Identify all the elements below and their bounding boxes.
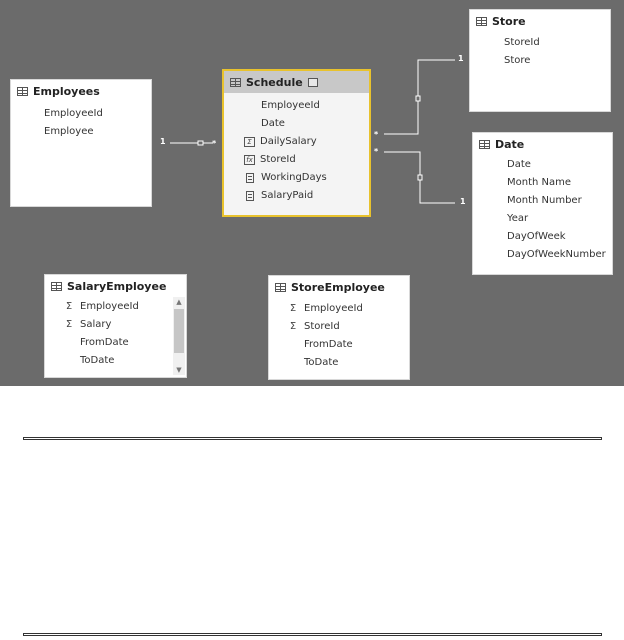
field-fromdate[interactable]: FromDate: [80, 337, 129, 348]
table-header[interactable]: Date: [473, 133, 612, 155]
table-icon: [51, 281, 62, 291]
field-month-number[interactable]: Month Number: [507, 195, 582, 206]
field-storeid[interactable]: StoreId: [504, 37, 540, 48]
table-title: Schedule: [246, 75, 303, 89]
field-date[interactable]: Date: [507, 159, 531, 170]
table-title: Store: [492, 14, 526, 28]
table-title: StoreEmployee: [291, 280, 385, 294]
cardinality-one-employees: 1: [160, 137, 166, 146]
cardinality-many-schedule-store: *: [374, 130, 379, 139]
table-icon: [476, 16, 487, 26]
horizontal-rule-bottom: [23, 633, 602, 636]
sigma-icon: Σ: [289, 303, 297, 314]
calculator-icon: [246, 191, 254, 201]
field-date[interactable]: Date: [261, 118, 285, 129]
table-card-store[interactable]: Store StoreId Store: [469, 9, 611, 112]
field-year[interactable]: Year: [507, 213, 529, 224]
table-header[interactable]: Schedule: [224, 71, 369, 93]
table-header[interactable]: StoreEmployee: [269, 276, 409, 298]
field-store[interactable]: Store: [504, 55, 531, 66]
table-title: SalaryEmployee: [67, 279, 167, 293]
vertical-scrollbar[interactable]: ▲ ▼: [173, 297, 185, 375]
field-employeeid[interactable]: EmployeeId: [261, 100, 320, 111]
cross-filter-marker: [415, 95, 421, 102]
model-canvas[interactable]: 1 * 1 * * 1 Employees EmployeeId Employe…: [0, 0, 624, 386]
table-title: Employees: [33, 84, 100, 98]
cardinality-many-schedule-employees: *: [212, 139, 217, 148]
cross-filter-marker: [417, 174, 423, 181]
sigma-icon: Σ: [65, 319, 73, 330]
table-title: Date: [495, 137, 525, 151]
sigma-icon: Σ: [65, 301, 73, 312]
field-fromdate[interactable]: FromDate: [304, 339, 353, 350]
scroll-thumb[interactable]: [174, 309, 184, 353]
calculated-column-icon: fx: [244, 155, 255, 165]
table-icon: [479, 139, 490, 149]
field-todate[interactable]: ToDate: [304, 357, 339, 368]
horizontal-rule-top: [23, 437, 602, 440]
table-card-date[interactable]: Date Date Month Name Month Number Year D…: [472, 132, 613, 275]
expand-icon[interactable]: [307, 77, 318, 87]
table-card-employees[interactable]: Employees EmployeeId Employee: [10, 79, 152, 207]
cardinality-one-store: 1: [458, 54, 464, 63]
table-icon: [230, 77, 241, 87]
cross-filter-marker: [197, 140, 204, 146]
field-employee[interactable]: Employee: [44, 126, 94, 137]
field-month-name[interactable]: Month Name: [507, 177, 572, 188]
cardinality-many-schedule-date: *: [374, 147, 379, 156]
table-icon: [275, 282, 286, 292]
field-workingdays[interactable]: WorkingDays: [244, 169, 369, 187]
relationship-lines: [170, 59, 455, 204]
scroll-up-icon[interactable]: ▲: [176, 298, 182, 306]
field-dayofweeknumber[interactable]: DayOfWeekNumber: [507, 249, 606, 260]
table-header[interactable]: SalaryEmployee: [45, 275, 186, 297]
table-icon: [17, 86, 28, 96]
scroll-down-icon[interactable]: ▼: [176, 366, 182, 374]
calculator-icon: [246, 173, 254, 183]
cardinality-one-date: 1: [460, 197, 466, 206]
table-header[interactable]: Store: [470, 10, 610, 32]
field-todate[interactable]: ToDate: [80, 355, 115, 366]
sigma-icon: Σ: [289, 321, 297, 332]
table-header[interactable]: Employees: [11, 80, 151, 102]
calculated-column-icon: Σ: [244, 137, 255, 147]
field-employeeid[interactable]: EmployeeId: [44, 108, 103, 119]
field-salarypaid[interactable]: SalaryPaid: [244, 187, 369, 205]
field-dayofweek[interactable]: DayOfWeek: [507, 231, 566, 242]
